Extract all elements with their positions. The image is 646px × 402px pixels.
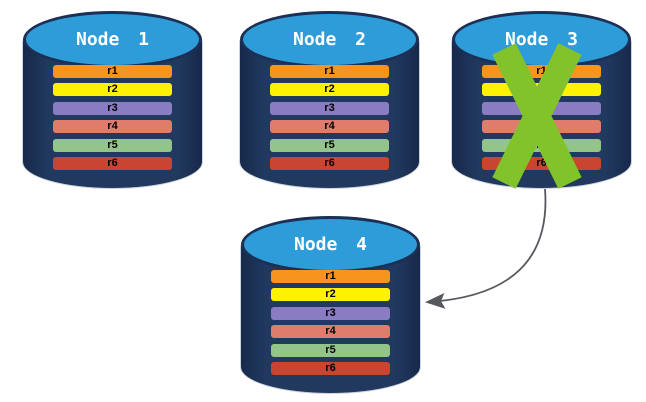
node-2-cylinder-top: Node 2 <box>240 11 419 68</box>
node-2-row-r4: r4 <box>270 120 389 134</box>
node-1-row-r1: r1 <box>53 65 172 78</box>
node-1-row-r5: r5 <box>53 138 172 152</box>
node-4-row-r6: r6 <box>271 361 390 375</box>
node-3: Node 3 r1 r2 r3 r4 r5 r6 <box>452 11 631 189</box>
node-2: Node 2 r1 r2 r3 r4 r5 r6 <box>240 11 419 188</box>
node-4: Node 4 r1 r2 r3 r4 r5 r6 <box>241 216 420 393</box>
node-1-row-r6: r6 <box>53 156 172 170</box>
node-4-row-r3: r3 <box>271 306 390 320</box>
green-x-icon <box>492 43 582 189</box>
node-1-row-r3: r3 <box>53 101 172 115</box>
node-4-row-r5: r5 <box>271 343 390 357</box>
node-2-rows: r1 r2 r3 r4 r5 r6 <box>240 65 419 170</box>
node-1-cylinder-top: Node 1 <box>23 11 202 68</box>
node-4-row-r4: r4 <box>271 325 390 339</box>
node-4-title: Node 4 <box>293 234 368 255</box>
node-1-title: Node 1 <box>75 29 150 50</box>
node-1-row-r2: r2 <box>53 83 172 97</box>
node-2-row-r1: r1 <box>270 65 389 78</box>
node-2-row-r5: r5 <box>270 138 389 152</box>
node-2-row-r3: r3 <box>270 101 389 115</box>
node-4-cylinder-top: Node 4 <box>241 216 420 273</box>
node-1-row-r4: r4 <box>53 120 172 134</box>
node-4-row-r2: r2 <box>271 288 390 302</box>
node-4-row-r1: r1 <box>271 270 390 283</box>
node-4-rows: r1 r2 r3 r4 r5 r6 <box>241 270 420 375</box>
node-1-rows: r1 r2 r3 r4 r5 r6 <box>23 65 202 170</box>
node-2-row-r6: r6 <box>270 156 389 170</box>
node-1: Node 1 r1 r2 r3 r4 r5 r6 <box>23 11 202 188</box>
node-2-title: Node 2 <box>292 29 367 50</box>
node-2-row-r2: r2 <box>270 83 389 97</box>
